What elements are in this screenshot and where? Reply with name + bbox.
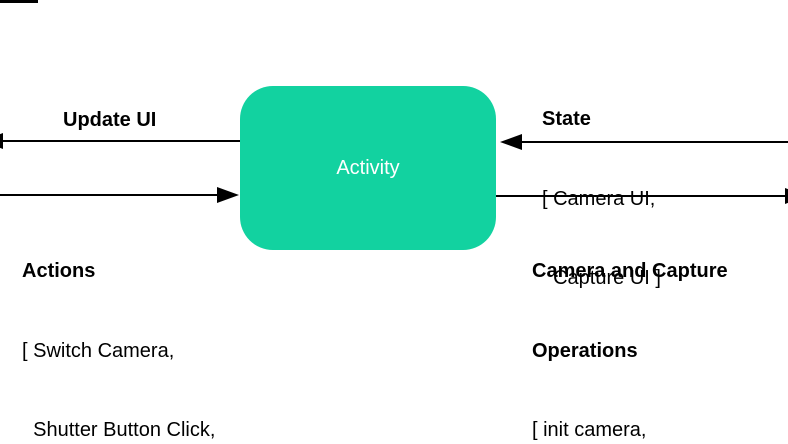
state-heading: State (542, 108, 591, 130)
update-ui-label: Update UI (63, 109, 157, 131)
actions-arrowhead-icon (217, 187, 239, 203)
update-ui-arrowhead-icon (0, 133, 3, 149)
state-block: State [ Camera UI, Capture UI ] (542, 53, 661, 345)
operations-arrow-line (496, 195, 788, 197)
top-left-mark (0, 0, 38, 3)
operations-arrowhead-icon (785, 188, 788, 204)
operations-list-line: [ init camera, (532, 419, 647, 441)
camera-operations-block: Camera and Capture Operations [ init cam… (532, 205, 728, 444)
actions-heading: Actions (22, 260, 96, 282)
actions-list-line: Shutter Button Click, (22, 419, 216, 441)
state-list-line: [ Camera UI, (542, 187, 656, 210)
state-arrowhead-icon (500, 134, 522, 150)
actions-list-line: [ Switch Camera, (22, 339, 175, 362)
operations-heading: Operations (532, 339, 638, 362)
actions-block: Actions [ Switch Camera, Shutter Button … (22, 205, 264, 444)
update-ui-arrow-line (0, 140, 240, 142)
activity-node: Activity (240, 86, 496, 250)
state-list-line: Capture UI ] (542, 267, 661, 289)
actions-arrow-line (0, 194, 220, 196)
state-arrow-line (519, 141, 788, 143)
activity-label: Activity (336, 156, 400, 179)
operations-heading: Camera and Capture (532, 260, 728, 282)
